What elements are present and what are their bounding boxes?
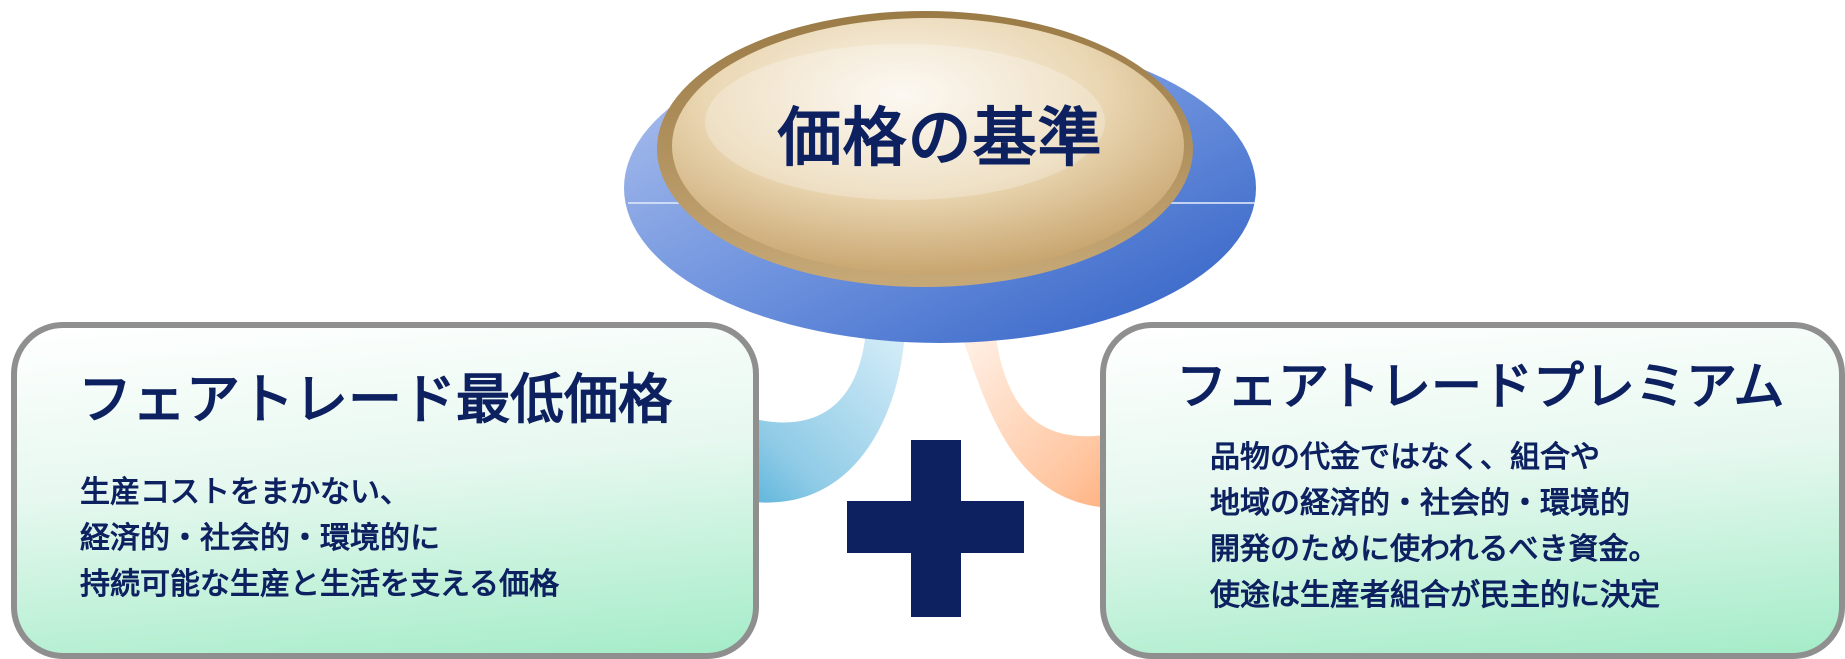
plus-icon xyxy=(847,440,1024,617)
premium-line-3: 開発のために使われるべき資金。 xyxy=(1210,532,1659,567)
fairtrade-premium-title: フェアトレードプレミアム xyxy=(1176,358,1785,417)
ellipse-top xyxy=(672,18,1184,274)
fairtrade-minimum-price-box xyxy=(11,322,759,659)
fairtrade-minimum-price-title: フェアトレード最低価格 xyxy=(78,368,672,431)
minimum-price-line-2: 経済的・社会的・環境的に xyxy=(80,521,440,556)
minimum-price-line-1: 生産コストをまかない、 xyxy=(80,475,410,510)
price-standard-title: 価格の基準 xyxy=(777,102,1103,176)
fairtrade-premium-box xyxy=(1100,322,1845,659)
premium-line-2: 地域の経済的・社会的・環境的 xyxy=(1210,486,1630,521)
premium-line-4: 使途は生産者組合が民主的に決定 xyxy=(1210,578,1660,613)
minimum-price-line-3: 持続可能な生産と生活を支える価格 xyxy=(80,567,560,602)
premium-line-1: 品物の代金ではなく、組合や xyxy=(1210,440,1600,475)
